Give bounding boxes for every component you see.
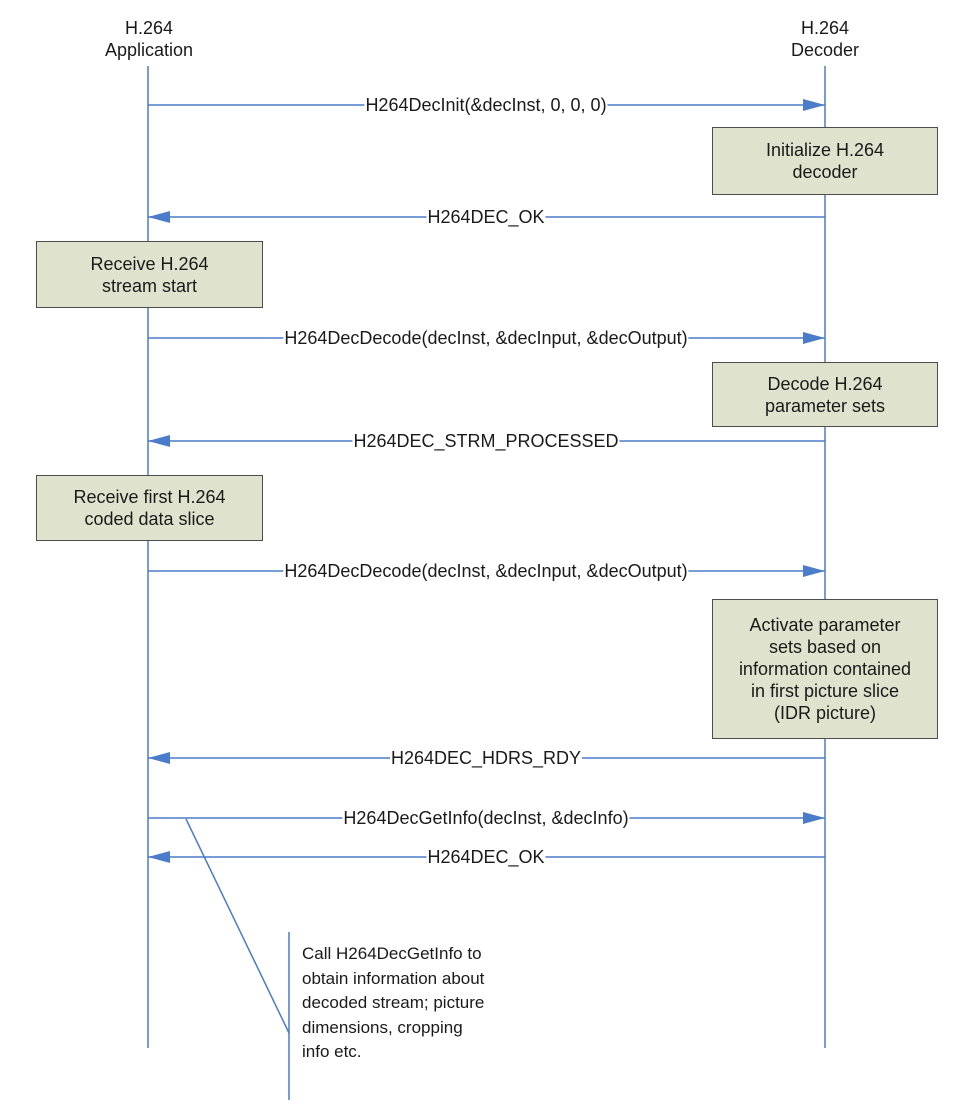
activity-box-receive-first-slice: Receive first H.264 coded data slice [36, 475, 263, 541]
decoder-title-line1: H.264 [800, 18, 850, 38]
getinfo-note: Call H264DecGetInfo to obtain informatio… [302, 942, 484, 1065]
arrowhead-icon [803, 565, 825, 577]
activity-box-activate-parameter-sets: Activate parameter sets based on informa… [712, 599, 938, 739]
activity-box-text: (IDR picture) [773, 703, 876, 723]
activity-box-text: Receive first H.264 [73, 487, 226, 507]
decoder-lifeline-title: H.264 Decoder [770, 17, 880, 61]
activity-box-text: information contained [738, 659, 912, 679]
message-label-strm-processed: H264DEC_STRM_PROCESSED [352, 430, 620, 452]
activity-box-text: decoder [792, 162, 858, 182]
message-label-decinit: H264DecInit(&decInst, 0, 0, 0) [364, 94, 608, 116]
message-label-dec-ok-2: H264DEC_OK [426, 846, 546, 868]
activity-box-text: in first picture slice [750, 681, 900, 701]
arrowhead-icon [148, 851, 170, 863]
activity-box-text: Decode H.264 [767, 373, 883, 394]
activity-box-text: stream start [101, 275, 198, 296]
activity-box-initialize: Initialize H.264 decoder [712, 127, 938, 195]
arrowhead-icon [803, 332, 825, 344]
message-label-hdrs-rdy: H264DEC_HDRS_RDY [389, 747, 583, 769]
activity-box-text: parameter sets [764, 395, 886, 416]
activity-box-text: Initialize H.264 [765, 140, 885, 160]
decoder-title-line2: Decoder [790, 40, 860, 60]
application-lifeline-title: H.264 Application [88, 17, 210, 61]
note-line: info etc. [302, 1042, 362, 1061]
note-line: Call H264DecGetInfo to [302, 944, 482, 963]
arrowhead-icon [148, 211, 170, 223]
application-title-line1: H.264 [124, 18, 174, 38]
message-label-decgetinfo: H264DecGetInfo(decInst, &decInfo) [342, 807, 630, 829]
note-line: dimensions, cropping [302, 1017, 463, 1037]
message-label-dec-ok: H264DEC_OK [426, 206, 546, 228]
arrowhead-icon [148, 435, 170, 447]
activity-box-text: Receive H.264 [90, 253, 209, 274]
note-leader-diagonal [185, 818, 290, 1034]
arrowhead-icon [803, 812, 825, 824]
message-label-decdecode-2: H264DecDecode(decInst, &decInput, &decOu… [283, 560, 689, 582]
note-line: obtain information about [302, 968, 485, 988]
activity-box-receive-stream-start: Receive H.264 stream start [36, 241, 263, 308]
application-title-line2: Application [104, 40, 194, 60]
activity-box-text: Activate parameter [749, 615, 901, 635]
activity-box-decode-parameter-sets: Decode H.264 parameter sets [712, 362, 938, 427]
arrowhead-icon [148, 752, 170, 764]
arrowhead-icon [803, 99, 825, 111]
activity-box-text: coded data slice [84, 509, 215, 529]
message-label-decdecode-1: H264DecDecode(decInst, &decInput, &decOu… [283, 327, 689, 349]
note-line: decoded stream; picture [302, 993, 485, 1012]
activity-box-text: sets based on [768, 637, 882, 657]
